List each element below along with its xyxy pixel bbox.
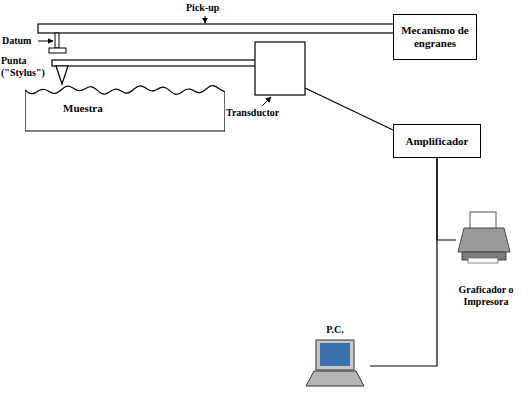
- stylus-arm: [52, 60, 256, 66]
- amplifier-box: Amplificador: [393, 124, 481, 158]
- gear-mechanism-box: Mecanismo de engranes: [393, 14, 477, 60]
- part-label: Punta ("Stylus"): [1, 55, 51, 78]
- laptop-icon: [306, 340, 364, 386]
- connector-wire: [370, 158, 437, 366]
- printer-node: Graficador o Impresora: [456, 206, 526, 324]
- leader-line: [38, 41, 53, 42]
- stylus-tip: [56, 66, 68, 84]
- signal-wire: [305, 88, 393, 130]
- node-text: P.C.: [300, 324, 370, 336]
- connector-wire: [437, 158, 456, 240]
- part-label: Datum: [2, 35, 31, 47]
- node-text: Mecanismo de engranes: [399, 24, 471, 49]
- part-label: Pick-up: [186, 2, 219, 14]
- printer-icon: [458, 212, 510, 263]
- node-text: Amplificador: [406, 135, 469, 148]
- pickup-bar: [38, 24, 394, 33]
- sample-surface: Muestra: [25, 82, 225, 132]
- node-text: Muestra: [63, 102, 103, 115]
- sample-outline: [25, 82, 225, 132]
- leader-line: [205, 16, 206, 23]
- computer-node: P.C.: [300, 322, 370, 394]
- part-label: Transductor: [226, 107, 279, 119]
- node-text: Graficador o Impresora: [456, 284, 516, 307]
- leader-line: [262, 97, 271, 106]
- transducer-box: [255, 42, 305, 95]
- datum-foot: [49, 48, 66, 53]
- datum-post: [55, 33, 59, 48]
